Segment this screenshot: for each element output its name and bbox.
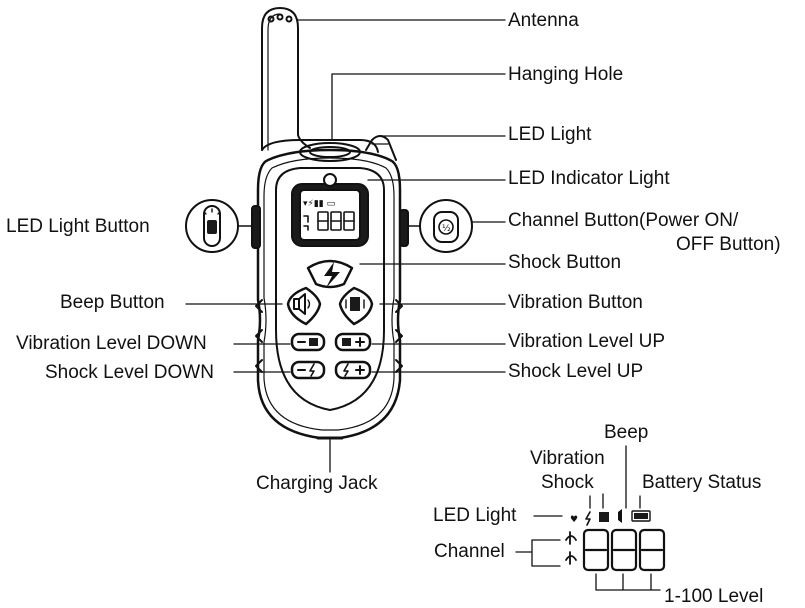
label-channel: Channel [434, 541, 505, 562]
label-channel-button-line2: OFF Button) [676, 234, 781, 255]
label-led-light: LED Light [508, 124, 592, 145]
device-body [256, 148, 402, 440]
label-hanging-hole: Hanging Hole [508, 64, 624, 85]
label-shock-button: Shock Button [508, 252, 622, 273]
label-channel-button-line1: Channel Button(Power ON/ [508, 210, 739, 231]
label-shock: Shock [541, 472, 594, 493]
label-vibration-button: Vibration Button [508, 292, 643, 313]
label-vibration-level-down: Vibration Level DOWN [16, 333, 207, 354]
channel-button-callout: ½ [407, 199, 473, 253]
label-shock-level-down: Shock Level DOWN [45, 362, 214, 383]
label-vibration-level-up: Vibration Level UP [508, 331, 666, 352]
side-channel-button [399, 209, 409, 247]
display-legend: ♥ [515, 445, 666, 591]
side-led-button [251, 205, 261, 249]
svg-text:▾⚡▮▮ ▭: ▾⚡▮▮ ▭ [303, 199, 335, 209]
label-level: 1-100 Level [664, 586, 764, 607]
label-led-indicator-light: LED Indicator Light [508, 168, 670, 189]
svg-text:♥: ♥ [570, 515, 578, 525]
label-display-led-light: LED Light [433, 505, 517, 526]
vibration-up-shape [334, 332, 372, 352]
label-shock-level-up: Shock Level UP [508, 361, 644, 382]
label-led-light-button: LED Light Button [6, 216, 150, 237]
shock-button-shape [306, 259, 354, 289]
hanging-hole [261, 139, 379, 162]
shock-up-shape [334, 360, 372, 380]
led-button-callout [185, 199, 253, 253]
beep-button-shape [286, 286, 322, 326]
label-charging-jack: Charging Jack [256, 473, 378, 494]
shock-down-shape [290, 360, 326, 380]
svg-text:½: ½ [442, 224, 451, 234]
label-beep: Beep [604, 422, 649, 443]
vibration-down-shape [290, 332, 326, 352]
lcd-screen: ▾⚡▮▮ ▭ [291, 173, 369, 247]
label-antenna: Antenna [508, 10, 579, 31]
label-battery-status: Battery Status [642, 472, 762, 493]
label-beep-button: Beep Button [60, 292, 165, 313]
vibration-button-shape [338, 286, 374, 326]
led-light [365, 135, 397, 161]
antenna [261, 7, 311, 151]
leader-lines [185, 19, 506, 473]
label-vibration: Vibration [530, 448, 605, 469]
